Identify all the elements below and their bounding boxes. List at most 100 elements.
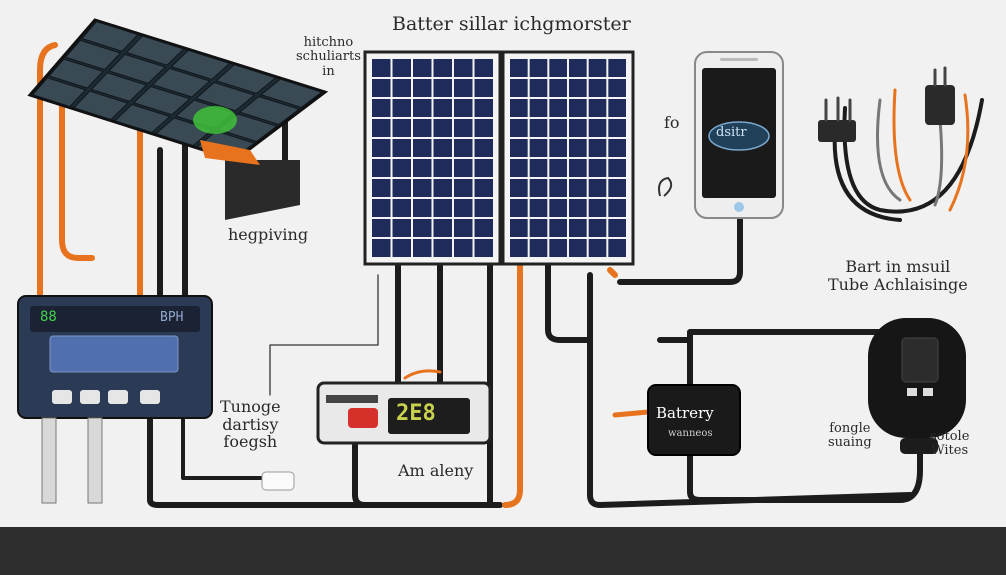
solar-cell	[588, 79, 607, 97]
solar-cell	[569, 159, 587, 177]
solar-cell	[372, 159, 391, 177]
solar-cell	[529, 119, 548, 137]
cable-bundle	[818, 66, 984, 222]
solar-cell	[413, 199, 432, 217]
solar-cell-small	[238, 95, 301, 126]
solar-cell	[608, 199, 626, 217]
wire-black-meter-left	[352, 429, 368, 508]
panel-glow	[193, 106, 237, 134]
solar-cell	[474, 199, 493, 217]
phone-screen-text: dsitr	[716, 125, 747, 140]
solar-cell-small	[151, 67, 211, 98]
solar-cell	[413, 159, 432, 177]
solar-cell-small	[64, 39, 122, 71]
solar-cell	[549, 139, 567, 157]
panel-caption: hegpiving	[228, 225, 309, 244]
wires	[37, 42, 923, 508]
wire-black-to-battery	[657, 337, 693, 388]
solar-cell	[608, 99, 626, 117]
wire-orange-meter-top	[403, 369, 442, 380]
wire-black-right-upper	[687, 329, 883, 348]
solar-cell	[413, 99, 432, 117]
diagram-title: Batter sillar ichgmorster	[392, 13, 631, 35]
inline-connector	[261, 471, 295, 491]
solar-cell	[454, 99, 473, 117]
solar-cell	[433, 179, 452, 197]
solar-cell	[608, 219, 626, 237]
big-panel-cells	[372, 59, 626, 257]
smartphone	[694, 51, 784, 219]
solar-cell	[529, 219, 548, 237]
floor-strip	[0, 527, 1006, 575]
solar-cell	[413, 179, 432, 197]
solar-cell	[433, 59, 452, 77]
solar-cell	[588, 59, 607, 77]
recycle-icon	[658, 176, 673, 197]
solar-cell	[549, 239, 567, 257]
solar-cell-small	[48, 58, 104, 89]
solar-cell	[372, 99, 391, 117]
solar-cell	[510, 219, 528, 237]
wire-orange-phone	[607, 267, 618, 278]
wire-black-big-4	[545, 259, 593, 343]
solar-cell	[372, 199, 391, 217]
solar-cell	[474, 79, 493, 97]
controller-button-3[interactable]	[108, 390, 128, 404]
solar-cell-small	[31, 77, 87, 108]
solar-cell	[549, 179, 567, 197]
solar-cell	[454, 199, 473, 217]
solar-cell	[454, 179, 473, 197]
solar-cell-small	[195, 81, 256, 112]
controller-screen	[49, 335, 179, 373]
solar-cell	[510, 199, 528, 217]
solar-cell	[608, 239, 626, 257]
solar-cell	[529, 179, 548, 197]
solar-cell	[433, 139, 452, 157]
solar-cell	[372, 179, 391, 197]
solar-cell	[529, 139, 548, 157]
solar-cell	[372, 79, 391, 97]
solar-cell	[569, 179, 587, 197]
solar-cell	[608, 179, 626, 197]
controller-display-text: BPH	[160, 310, 184, 325]
solar-cell	[474, 159, 493, 177]
phone-home-button[interactable]	[734, 202, 744, 212]
solar-cell	[588, 179, 607, 197]
panel-connector	[200, 140, 260, 165]
left-solar-panel	[27, 18, 329, 220]
solar-cell-small	[80, 21, 139, 52]
solar-cell	[529, 99, 548, 117]
controller-button-4[interactable]	[140, 390, 160, 404]
meter-power-button[interactable]	[348, 408, 378, 428]
solar-cell	[510, 139, 528, 157]
solar-cell	[372, 59, 391, 77]
wire-orange-battery	[612, 409, 651, 418]
solar-cell	[433, 99, 452, 117]
solar-cell	[549, 119, 567, 137]
wire-black-ctrl-bottom-1	[147, 415, 503, 508]
solar-cell	[549, 79, 567, 97]
controller-prong-right	[87, 417, 103, 504]
solar-cell	[433, 119, 452, 137]
controller-button-1[interactable]	[52, 390, 72, 404]
solar-cell	[588, 239, 607, 257]
solar-cell-small	[90, 72, 148, 102]
solar-cell	[372, 239, 391, 257]
controller-button-2[interactable]	[80, 390, 100, 404]
solar-cell-small	[108, 53, 167, 84]
battery-box-sublabel: wanneos	[668, 428, 713, 439]
solar-cell	[413, 219, 432, 237]
solar-cell	[474, 219, 493, 237]
meter-device	[316, 381, 492, 445]
solar-cell	[529, 159, 548, 177]
small-panel-cells	[31, 21, 323, 160]
solar-cell	[569, 199, 587, 217]
solar-cell	[413, 139, 432, 157]
solar-cell	[569, 99, 587, 117]
solar-cell	[588, 99, 607, 117]
solar-cell	[510, 159, 528, 177]
wire-black-phone	[617, 215, 743, 285]
wire-black-battery-down	[687, 437, 923, 503]
solar-cell-small	[132, 85, 191, 116]
